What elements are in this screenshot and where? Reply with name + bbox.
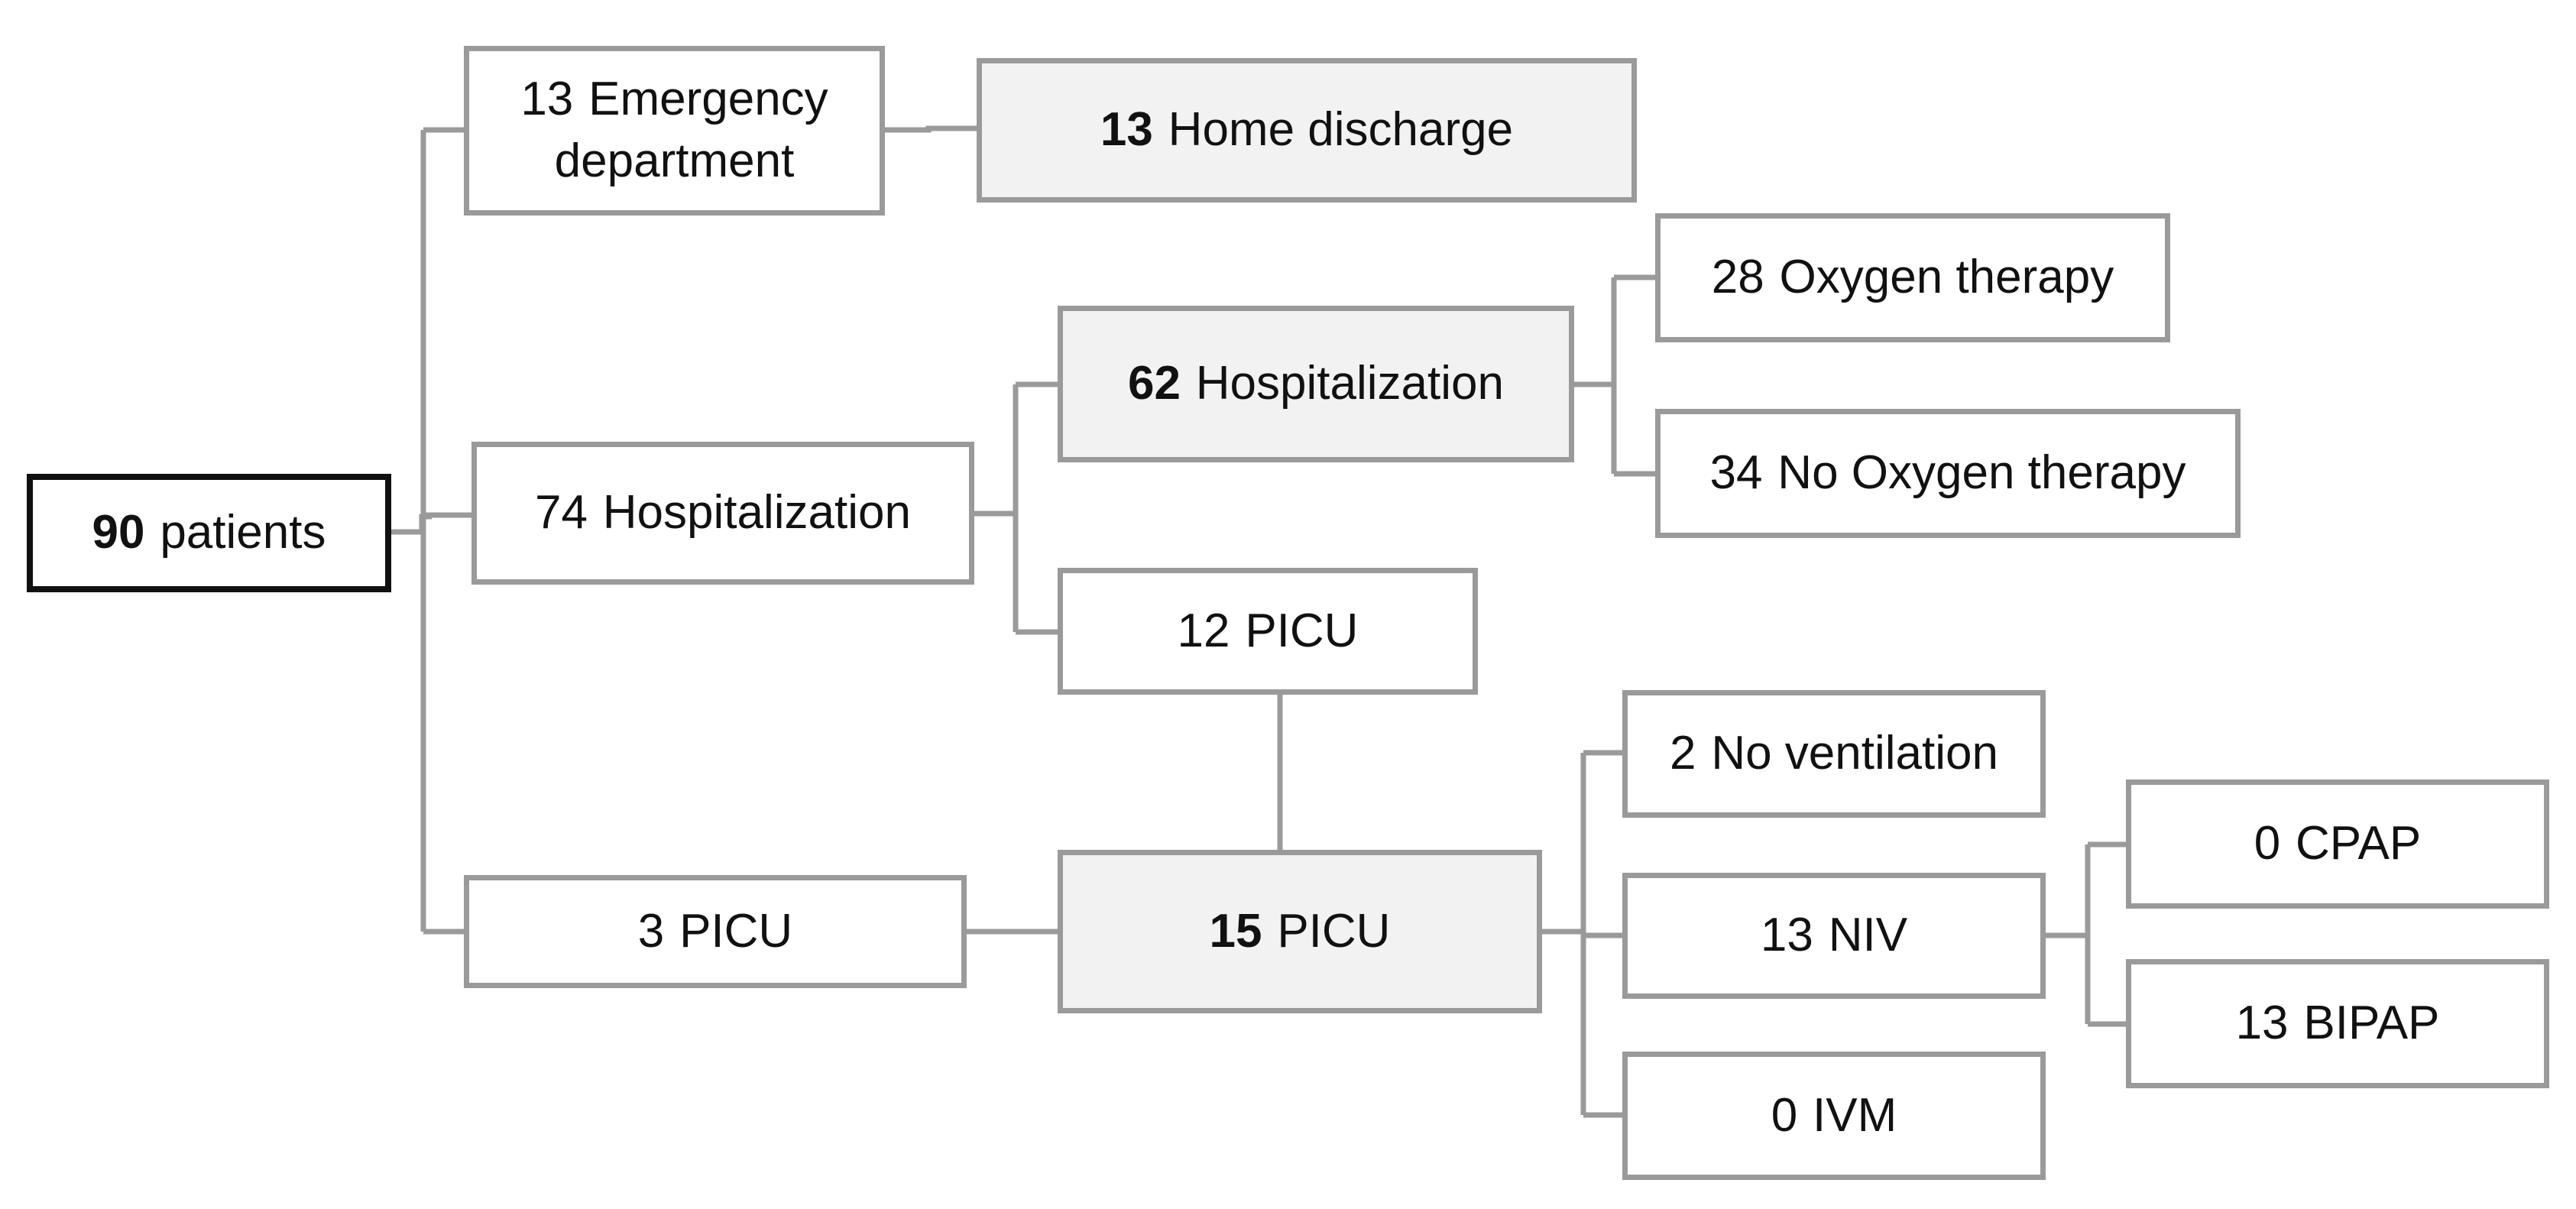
node-label: IVM bbox=[1813, 1088, 1897, 1142]
node-label: Oxygen therapy bbox=[1779, 251, 2114, 304]
node-count: 13 bbox=[1100, 103, 1153, 157]
node-34-no-oxygen-therapy: 34 No Oxygen therapy bbox=[1655, 409, 2241, 538]
node-count: 13 bbox=[1760, 909, 1813, 962]
node-74-hospitalization: 74 Hospitalization bbox=[471, 442, 974, 585]
node-count: 2 bbox=[1670, 727, 1696, 780]
node-label: PICU bbox=[1277, 904, 1391, 958]
node-label: Home discharge bbox=[1168, 103, 1514, 157]
node-13-bipap: 13 BIPAP bbox=[2126, 959, 2549, 1088]
node-count: 0 bbox=[2254, 817, 2281, 870]
node-count: 3 bbox=[637, 904, 665, 958]
node-label: No Oxygen therapy bbox=[1777, 446, 2186, 500]
node-label: Hospitalization bbox=[1195, 357, 1504, 410]
node-3-picu: 3 PICU bbox=[464, 875, 967, 988]
node-label: PICU bbox=[1245, 604, 1359, 657]
node-0-cpap: 0 CPAP bbox=[2126, 780, 2549, 909]
node-15-picu: 15 PICU bbox=[1058, 850, 1542, 1013]
node-label: CPAP bbox=[2296, 817, 2422, 870]
node-label: NIV bbox=[1828, 909, 1908, 962]
node-label: No ventilation bbox=[1711, 727, 1998, 780]
node-count: 13 bbox=[520, 73, 574, 126]
node-count: 34 bbox=[1709, 446, 1763, 500]
node-label: Emergency department bbox=[554, 73, 828, 187]
node-13-home-discharge: 13 Home discharge bbox=[977, 58, 1637, 203]
node-28-oxygen-therapy: 28 Oxygen therapy bbox=[1655, 213, 2170, 342]
node-count: 15 bbox=[1209, 904, 1262, 958]
node-label: Hospitalization bbox=[602, 486, 911, 540]
node-label: patients bbox=[160, 506, 326, 559]
node-62-hospitalization: 62 Hospitalization bbox=[1058, 306, 1574, 462]
node-2-no-ventilation: 2 No ventilation bbox=[1622, 690, 2046, 818]
node-count: 13 bbox=[2235, 997, 2289, 1050]
node-count: 90 bbox=[92, 506, 145, 559]
node-count: 74 bbox=[534, 486, 588, 540]
node-count: 12 bbox=[1177, 604, 1230, 657]
connector-ed-home bbox=[885, 125, 977, 133]
node-label: BIPAP bbox=[2303, 997, 2440, 1050]
node-13-niv: 13 NIV bbox=[1622, 873, 2046, 999]
node-count: 28 bbox=[1711, 251, 1764, 304]
node-0-ivm: 0 IVM bbox=[1622, 1052, 2046, 1180]
node-count: 0 bbox=[1771, 1088, 1798, 1142]
node-label: PICU bbox=[679, 904, 793, 958]
node-count: 62 bbox=[1127, 357, 1181, 410]
node-12-picu: 12 PICU bbox=[1058, 568, 1478, 695]
node-90-patients: 90 patients bbox=[27, 474, 391, 592]
